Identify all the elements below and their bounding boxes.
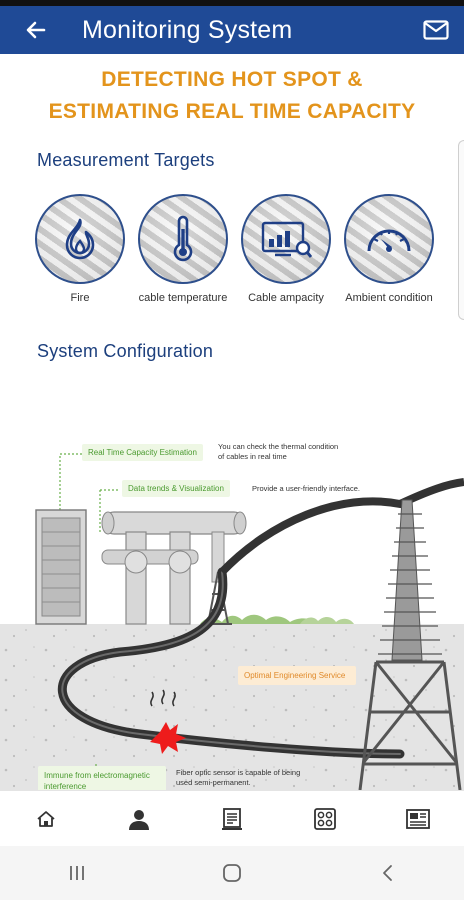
- fire-icon: [65, 218, 95, 260]
- headline-line-2: ESTIMATING REAL TIME CAPACITY: [48, 100, 416, 123]
- arrow-left-icon: [26, 21, 46, 39]
- nav-home[interactable]: [24, 799, 68, 839]
- grid-icon: [313, 807, 336, 830]
- system-back-button[interactable]: [357, 853, 417, 893]
- ampacity-chart-icon: [261, 221, 313, 258]
- content-area[interactable]: DETECTING HOT SPOT & ESTIMATING REAL TIM…: [0, 54, 464, 790]
- news-icon: [405, 808, 430, 829]
- target-fire: Fire: [30, 194, 130, 304]
- back-chevron-icon: [382, 865, 392, 881]
- thermometer-icon: [173, 215, 193, 262]
- headline: DETECTING HOT SPOT & ESTIMATING REAL TIM…: [0, 64, 464, 128]
- callout-data-trends: Data trends & Visualization: [122, 480, 230, 497]
- target-label-ambient-condition: Ambient condition: [345, 292, 433, 304]
- mail-icon: [423, 20, 449, 40]
- system-configuration-title: System Configuration: [37, 341, 214, 361]
- nav-grid[interactable]: [303, 799, 347, 839]
- measurement-targets-title: Measurement Targets: [37, 150, 215, 170]
- app-bar: Monitoring System: [0, 6, 464, 54]
- page-title: Monitoring System: [82, 15, 293, 44]
- pipeline-illustration: [0, 453, 464, 790]
- home-icon: [37, 810, 55, 827]
- mail-button[interactable]: [420, 14, 452, 46]
- target-label-cable-ampacity: Cable ampacity: [248, 292, 324, 304]
- headline-line-1: DETECTING HOT SPOT &: [101, 68, 363, 91]
- target-cable-ampacity: Cable ampacity: [236, 194, 336, 304]
- user-icon: [129, 809, 150, 830]
- nav-news[interactable]: [396, 799, 440, 839]
- edge-panel-handle[interactable]: [458, 140, 464, 320]
- bottom-navigation: [0, 790, 464, 846]
- status-bar: [0, 0, 464, 6]
- desc-realtime-line-2: of cables in real time: [218, 452, 287, 461]
- gauge-icon: [367, 229, 411, 252]
- nav-document[interactable]: [210, 799, 254, 839]
- desc-sensor-line-1: Fiber optic sensor is capable of being: [176, 768, 301, 777]
- callout-engineering-service: Optimal Engineering Service: [238, 666, 356, 685]
- back-button[interactable]: [16, 10, 56, 50]
- desc-sensor-line-2: used semi-permanent.: [176, 778, 251, 787]
- desc-realtime-line-1: You can check the thermal condition: [218, 442, 339, 451]
- recents-icon: [70, 866, 85, 880]
- target-cable-temperature: cable temperature: [133, 194, 233, 304]
- target-label-cable-temperature: cable temperature: [138, 292, 228, 304]
- desc-sensor: Fiber optic sensor is capable of being u…: [176, 768, 300, 788]
- system-home-button[interactable]: [202, 853, 262, 893]
- measurement-targets: Fire cable temperature: [30, 194, 440, 310]
- desc-trends: Provide a user-friendly interface.: [252, 484, 360, 493]
- document-icon: [221, 807, 242, 830]
- system-recents-button[interactable]: [47, 853, 107, 893]
- target-label-fire: Fire: [70, 292, 90, 304]
- target-ambient-condition: Ambient condition: [339, 194, 439, 304]
- system-navigation-bar: [0, 846, 464, 900]
- system-configuration-diagram: Real Time Capacity Estimation You can ch…: [0, 372, 464, 790]
- callout-immune: Immune from electromagnetic interference: [38, 766, 166, 790]
- desc-realtime: You can check the thermal condition of c…: [218, 442, 338, 462]
- home-circle-icon: [223, 864, 241, 882]
- nav-profile[interactable]: [117, 799, 161, 839]
- callout-realtime-capacity: Real Time Capacity Estimation: [82, 444, 203, 461]
